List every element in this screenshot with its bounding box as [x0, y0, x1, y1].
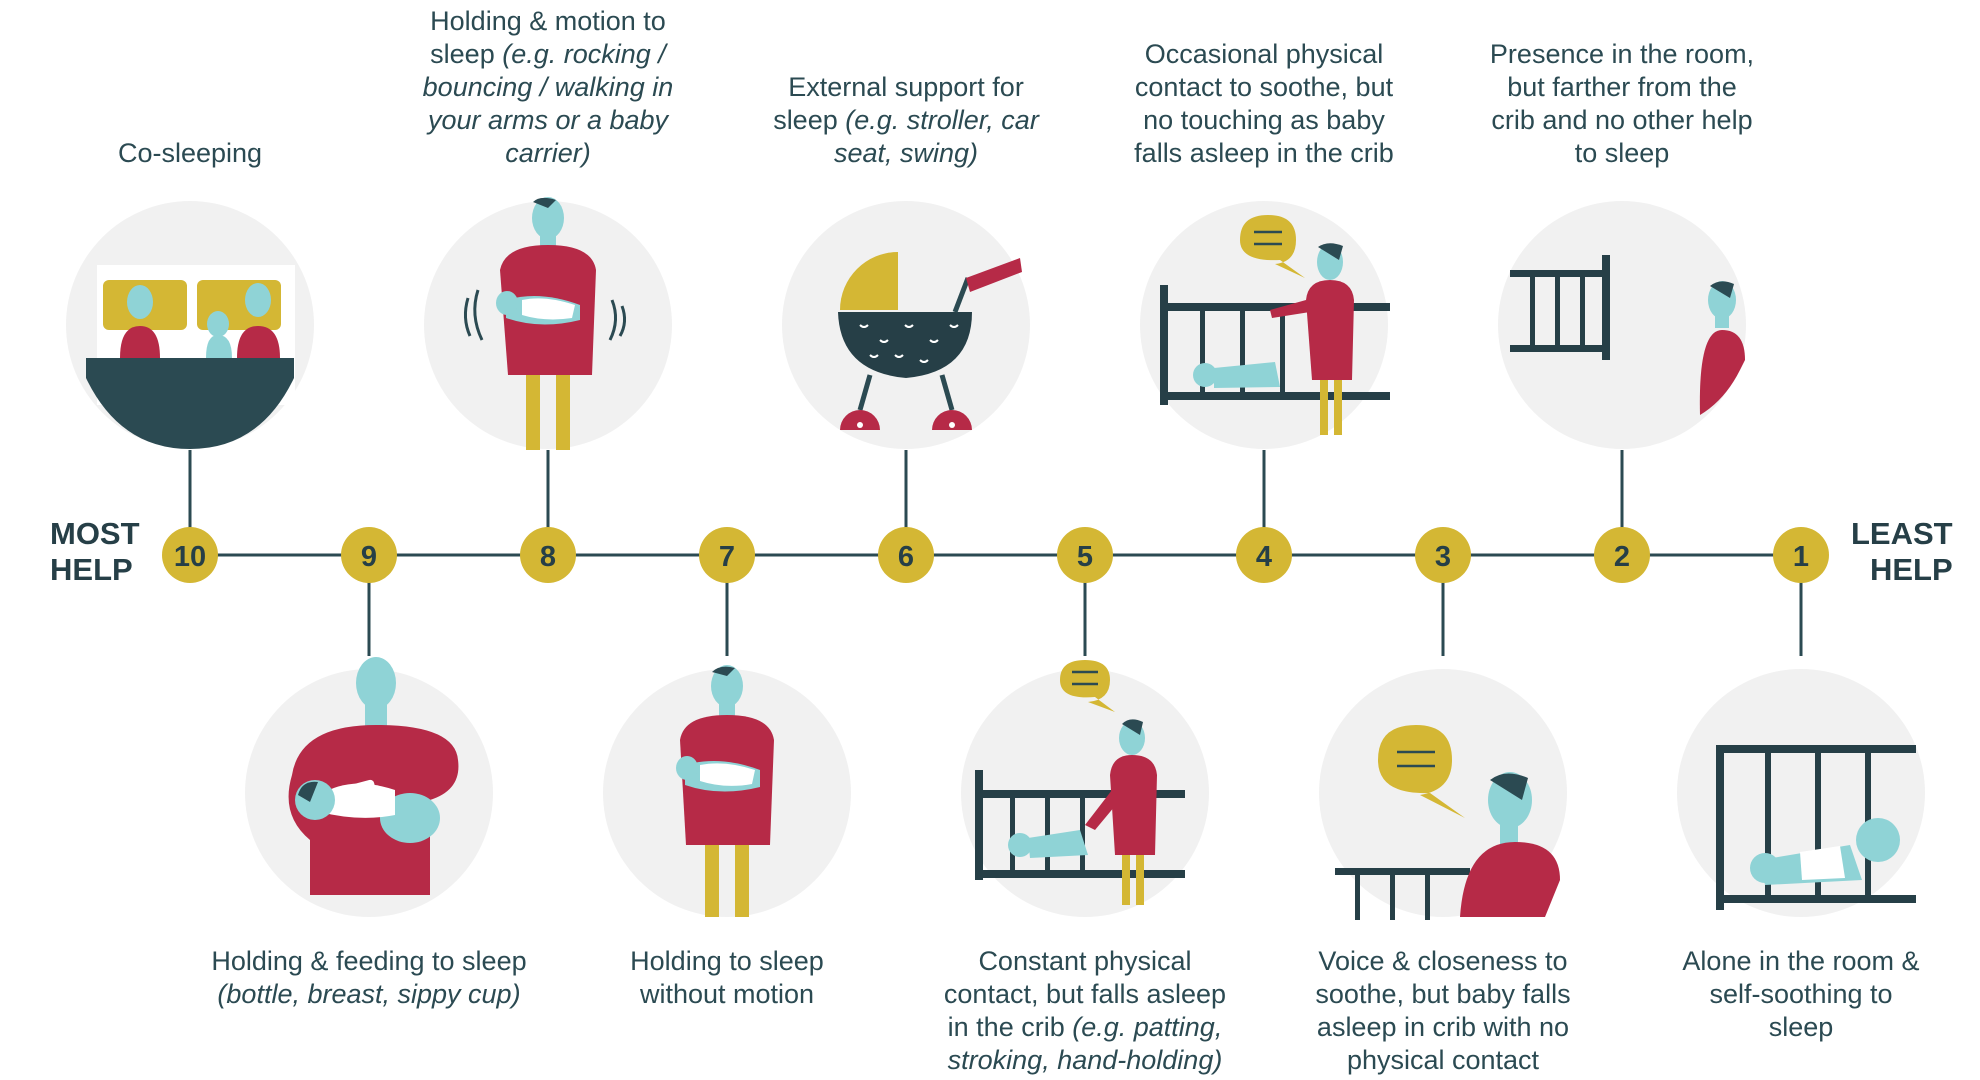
step-badge-8: 8: [520, 527, 576, 583]
step-label-5-example: (e.g. patting, stroking, hand-holding): [947, 1012, 1223, 1075]
step-label-2-text: Presence in the room, but farther from t…: [1489, 39, 1755, 168]
step-number-8: 8: [540, 541, 556, 573]
step-badge-2: 2: [1594, 527, 1650, 583]
most-help-line-1: MOST: [50, 516, 140, 551]
step-label-9-example: (bottle, breast, sippy cup): [217, 979, 521, 1009]
step-label-1-text: Alone in the room & self-soothing to sle…: [1682, 946, 1920, 1042]
step-label-10: Co-sleeping: [25, 137, 355, 170]
step-number-3: 3: [1435, 541, 1451, 573]
step-label-6-text: External support for sleep: [773, 72, 1024, 135]
most-help-line-2: HELP: [50, 552, 133, 587]
step-label-8: Holding & motion to sleep (e.g. rocking …: [398, 5, 698, 170]
step-label-3: Voice & closeness to soothe, but baby fa…: [1308, 945, 1578, 1077]
number-badges: 10 9 8 7 6 5 4 3 2 1: [162, 527, 1829, 583]
holding-feeding-icon: [245, 657, 493, 917]
holding-baby-icon: [603, 665, 851, 917]
rocking-baby-icon: [424, 197, 672, 450]
parent-far-from-crib-icon: [1498, 201, 1746, 449]
step-number-2: 2: [1614, 541, 1630, 573]
step-badge-3: 3: [1415, 527, 1471, 583]
step-label-2: Presence in the room, but farther from t…: [1487, 38, 1757, 170]
step-label-10-text: Co-sleeping: [117, 138, 263, 168]
step-label-4-text: Occasional physical contact to soothe, b…: [1134, 39, 1394, 168]
talking-parent-icon: [1319, 669, 1567, 920]
step-label-6-example: (e.g. stroller, car seat, swing): [833, 105, 1039, 168]
step-number-7: 7: [719, 541, 735, 573]
step-badge-6: 6: [878, 527, 934, 583]
step-label-7-text: Holding to sleep without motion: [630, 946, 824, 1009]
co-sleeping-bed-icon: [66, 201, 314, 449]
step-badge-5: 5: [1057, 527, 1113, 583]
step-badge-4: 4: [1236, 527, 1292, 583]
baby-alone-crib-icon: [1677, 669, 1925, 917]
step-label-4: Occasional physical contact to soothe, b…: [1124, 38, 1404, 170]
step-label-9-text: Holding & feeding to sleep: [211, 946, 527, 976]
patting-crib-icon: [961, 660, 1209, 917]
step-number-6: 6: [898, 541, 914, 573]
step-number-4: 4: [1256, 541, 1272, 573]
step-number-1: 1: [1793, 541, 1809, 573]
step-label-7: Holding to sleep without motion: [612, 945, 842, 1011]
stroller-icon: [782, 201, 1030, 449]
step-label-9: Holding & feeding to sleep (bottle, brea…: [204, 945, 534, 1011]
least-help-line-2: HELP: [1869, 552, 1953, 587]
step-number-9: 9: [361, 541, 377, 573]
least-help-label: LEAST HELP: [1851, 516, 1953, 588]
step-label-5: Constant physical contact, but falls asl…: [930, 945, 1240, 1077]
step-badge-1: 1: [1773, 527, 1829, 583]
step-badge-9: 9: [341, 527, 397, 583]
step-badge-10: 10: [162, 527, 218, 583]
least-help-line-1: LEAST: [1851, 516, 1953, 551]
step-badge-7: 7: [699, 527, 755, 583]
most-help-label: MOST HELP: [50, 516, 140, 588]
step-number-10: 10: [174, 541, 206, 573]
step-label-5-text: Constant physical contact, but falls asl…: [943, 946, 1227, 1042]
step-number-5: 5: [1077, 541, 1093, 573]
step-label-8-example: (e.g. rocking / bouncing / walking in yo…: [422, 39, 674, 168]
step-label-6: External support for sleep (e.g. strolle…: [761, 71, 1051, 170]
step-label-3-text: Voice & closeness to soothe, but baby fa…: [1315, 946, 1571, 1075]
step-label-1: Alone in the room & self-soothing to sle…: [1681, 945, 1921, 1044]
connectors: [188, 450, 1803, 656]
parent-at-crib-icon: [1140, 201, 1390, 449]
step-label-8-text: Holding & motion to sleep: [430, 6, 666, 69]
